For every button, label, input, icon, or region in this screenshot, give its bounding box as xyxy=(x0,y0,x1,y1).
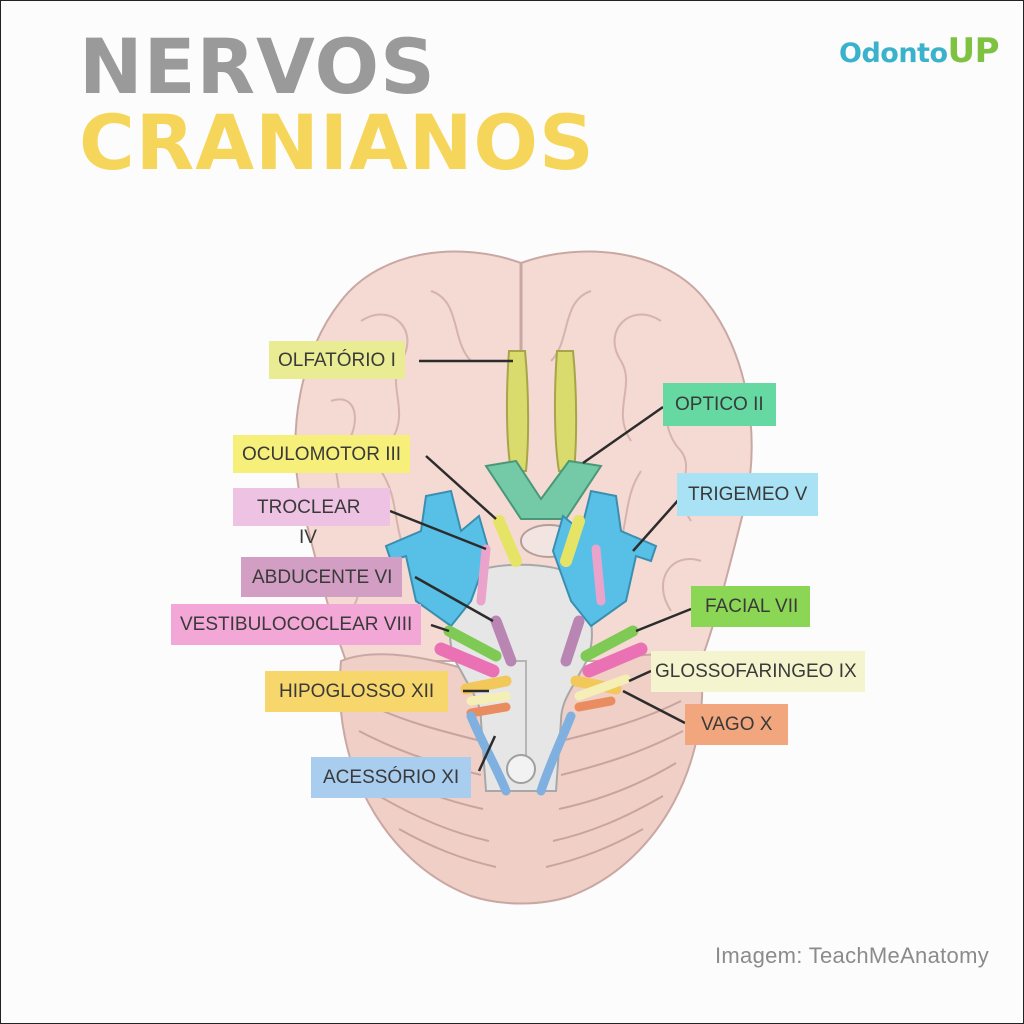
abducens-nerve xyxy=(490,615,517,667)
leader-lines xyxy=(389,359,692,772)
facial-nerve xyxy=(443,625,502,662)
title-line-2: CRANIANOS xyxy=(79,98,595,187)
vestibulocochlear-nerve xyxy=(434,642,500,678)
label-trigemeo: TRIGEMEO V xyxy=(677,473,819,516)
brand-logo: OdontoUP xyxy=(839,31,1000,71)
label-facial: FACIAL VII xyxy=(691,586,811,627)
label-optico: OPTICO II xyxy=(663,383,776,426)
label-olfatorio: OLFATÓRIO I xyxy=(269,341,405,379)
brand-name-part2: UP xyxy=(947,31,1000,71)
trochlear-nerve xyxy=(476,544,491,606)
image-credit: Imagem: TeachMeAnatomy xyxy=(715,943,989,968)
vagus-nerve xyxy=(466,702,511,718)
label-abducente: ABDUCENTE VI xyxy=(241,557,403,597)
optic-nerve xyxy=(484,459,603,520)
glossopharyngeal-nerve xyxy=(466,691,511,706)
label-vago: VAGO X xyxy=(685,704,789,745)
brand-name-part1: Odonto xyxy=(839,38,948,69)
oculomotor-nerve xyxy=(493,515,522,567)
label-hipoglosso: HIPOGLOSSO XII xyxy=(265,671,449,712)
title-line-1: NERVOS xyxy=(79,22,436,111)
label-vestibulococlear: VESTIBULOCOCLEAR VIII xyxy=(171,604,422,645)
hypoglossal-nerve xyxy=(460,675,512,695)
label-troclear-line2: IV xyxy=(299,527,317,548)
olfactory-nerve xyxy=(505,350,530,472)
label-troclear: TROCLEAR xyxy=(233,488,390,526)
label-glossofaringeo: GLOSSOFARINGEO IX xyxy=(651,651,865,692)
label-acessorio: ACESSÓRIO XI xyxy=(311,757,472,798)
label-troclear-line1: TROCLEAR xyxy=(257,497,361,518)
accessory-nerve xyxy=(466,711,511,796)
label-oculomotor: OCULOMOTOR III xyxy=(233,435,411,473)
